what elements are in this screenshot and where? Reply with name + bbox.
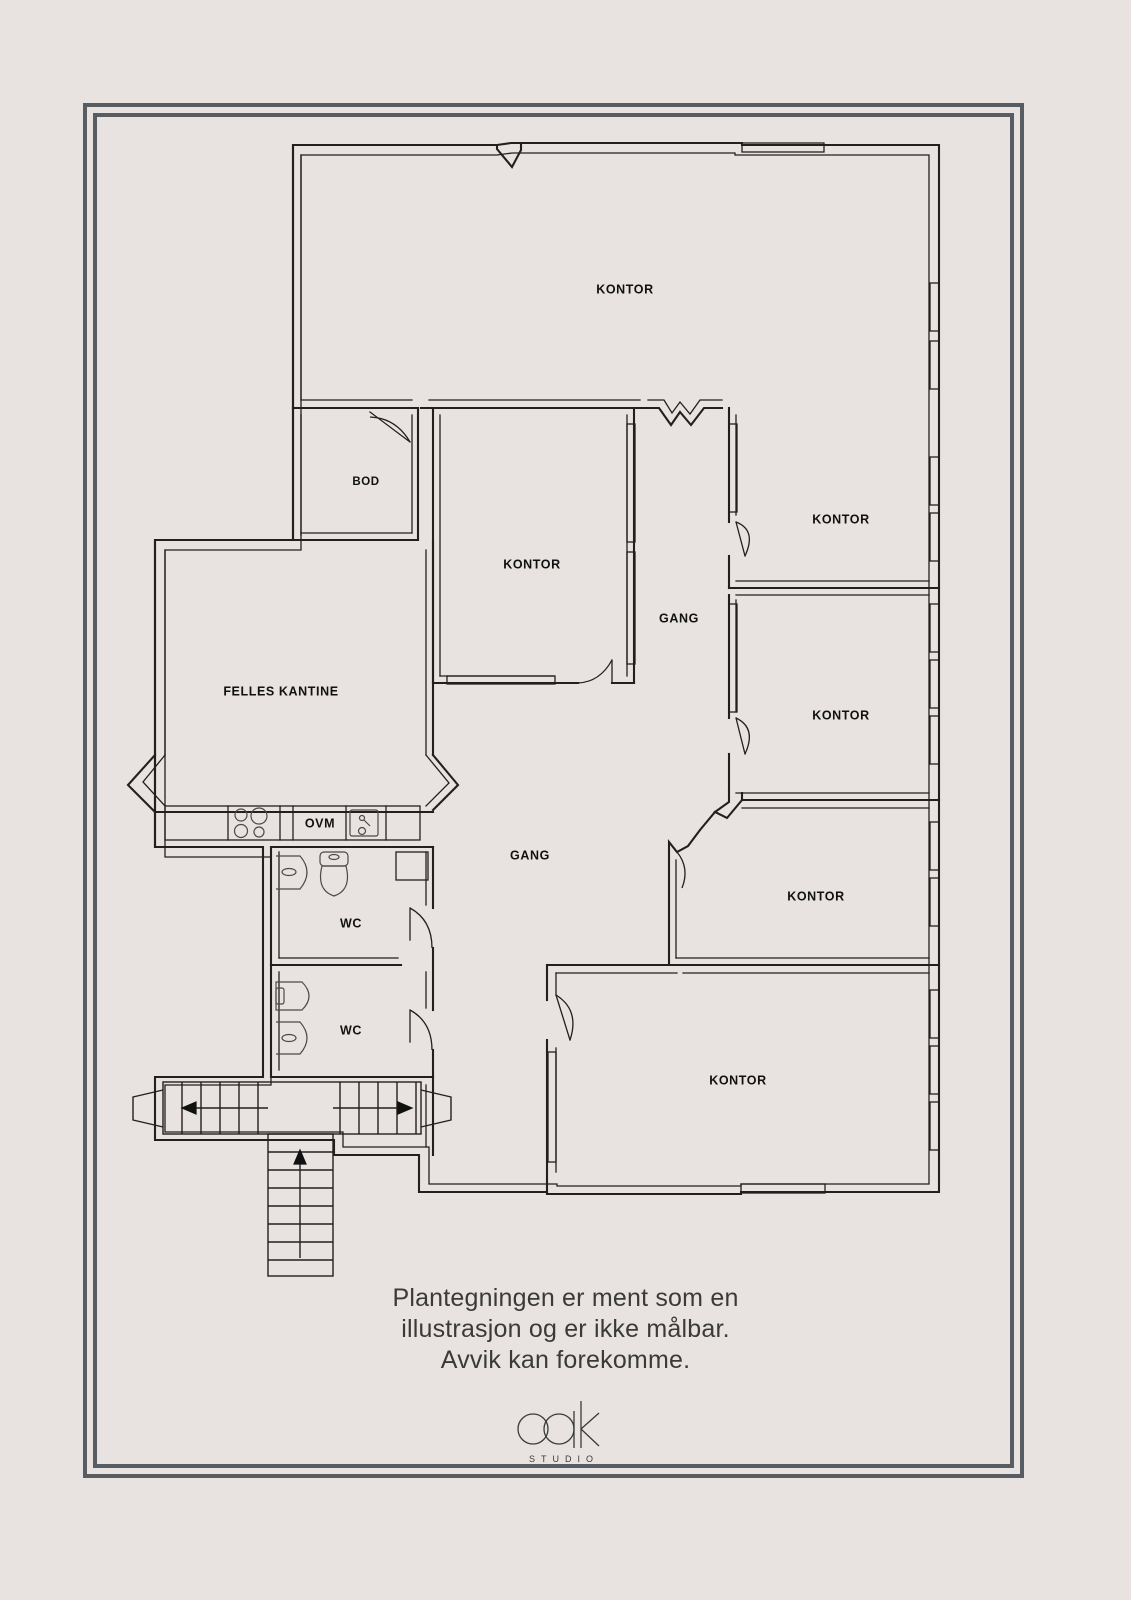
caption-line-3: Avvik kan forekomme. (440, 1346, 691, 1374)
room-label-wc-upper: WC (340, 916, 362, 930)
caption-line-2: illustrasjon og er ikke målbar. (401, 1315, 730, 1343)
room-kontor-bottom-walls (545, 963, 826, 1194)
sink-icon (349, 809, 379, 837)
rooms-right-column (667, 406, 941, 974)
frame-outer-border (83, 103, 1024, 1478)
wc-upper-sink-icon (276, 855, 308, 890)
kitchen-counter (164, 805, 421, 841)
frame-inner-border (93, 113, 1014, 1468)
disclaimer-caption: Plantegningen er ment som en illustrasjo… (0, 1283, 1131, 1376)
stove-icon (233, 807, 268, 839)
room-label-wc-lower: WC (340, 1023, 362, 1037)
oak-studio-logo-mark: STUDIO (516, 1401, 599, 1464)
room-labels: KONTOR BOD KONTOR FELLES KANTINE GANG GA… (223, 282, 869, 1087)
room-label-kontor-right-3: KONTOR (787, 889, 845, 903)
logo-letter-k-upper-arm (580, 1412, 599, 1430)
brand-logo: STUDIO (0, 1396, 1131, 1471)
room-kontor-mid-left-walls (431, 406, 636, 685)
logo-subtitle: STUDIO (528, 1454, 598, 1464)
room-label-gang-lower: GANG (510, 848, 550, 862)
windows-top (741, 142, 825, 153)
wc-lower-toilet-icon (275, 981, 310, 1011)
room-label-kontor-right-1: KONTOR (812, 512, 870, 526)
stairs (132, 1081, 452, 1277)
room-label-kontor-top: KONTOR (596, 282, 654, 296)
logo-letter-o (516, 1413, 549, 1445)
fixture-label-ovm: OVM (305, 816, 335, 830)
room-bod-walls (291, 406, 420, 542)
windows-right-wall (929, 282, 940, 1151)
room-kontor-top-walls (291, 141, 724, 427)
room-felles-kantine-walls (126, 538, 460, 849)
room-wc-lower-walls (269, 963, 435, 1157)
room-wc-upper-walls (269, 845, 435, 967)
caption-line-1: Plantegningen er ment som en (392, 1284, 739, 1312)
room-label-kontor-mid-left: KONTOR (503, 557, 561, 571)
room-label-felles-kantine: FELLES KANTINE (223, 684, 338, 698)
room-label-gang-upper: GANG (659, 611, 699, 625)
wc-lower-sink-icon (276, 1021, 308, 1055)
logo-letter-k-lower-arm (580, 1428, 599, 1447)
room-label-kontor-bottom: KONTOR (709, 1073, 767, 1087)
wc-upper-toilet-icon (319, 851, 349, 897)
building-outer-walls (153, 141, 941, 1196)
room-label-bod: BOD (352, 476, 379, 488)
room-label-kontor-right-2: KONTOR (812, 708, 870, 722)
